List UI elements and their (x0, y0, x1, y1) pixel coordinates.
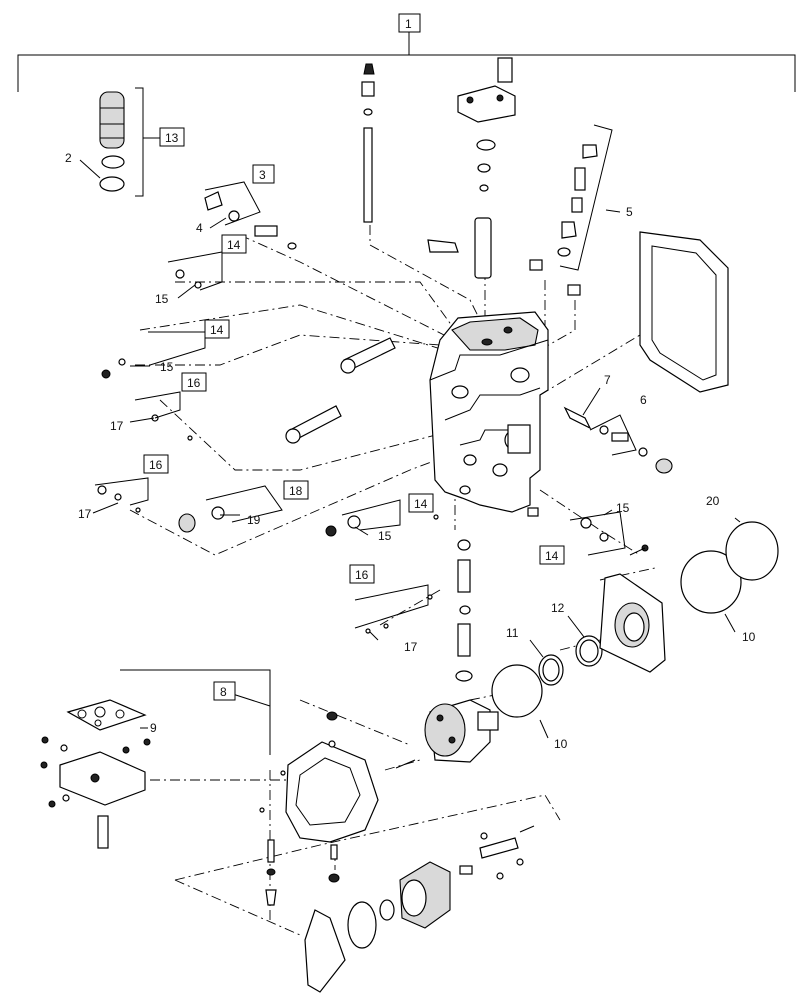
center-spring-stack (455, 539, 473, 682)
callout-18: 18 (289, 484, 303, 498)
callout-15c: 15 (378, 529, 392, 543)
callout-box-1 (398, 13, 421, 33)
cover-plate-assembly (427, 57, 516, 279)
callout-16c: 16 (355, 568, 369, 582)
leader-lines (79, 87, 741, 755)
callout-1: 1 (405, 17, 412, 31)
drive-shaft (395, 699, 499, 769)
pump-housing (259, 711, 379, 906)
callout-12: 12 (551, 601, 565, 615)
callout-20: 20 (706, 494, 720, 508)
callout-boxes (143, 13, 565, 701)
plug-and-spring-3 (204, 191, 297, 250)
assembly-bracket-1 (17, 32, 796, 92)
callout-box-16c (349, 564, 375, 584)
item-6-7-fittings (563, 406, 673, 474)
callout-labels: 1 13 2 3 4 14 15 14 15 16 17 16 17 18 19… (65, 17, 756, 751)
callout-2: 2 (65, 151, 72, 165)
callout-6: 6 (640, 393, 647, 407)
callout-17b: 17 (78, 507, 92, 521)
callout-16a: 16 (187, 376, 201, 390)
spool-13 (99, 91, 125, 192)
callout-box-14a (221, 234, 247, 254)
callout-15b: 15 (160, 360, 174, 374)
assembly-centerlines (129, 185, 691, 936)
callout-15a: 15 (155, 292, 169, 306)
callout-14b: 14 (210, 323, 224, 337)
right-plug-15 (527, 507, 609, 542)
callout-16b: 16 (149, 458, 163, 472)
block-and-gasket-8-9 (40, 699, 151, 849)
callout-9: 9 (150, 721, 157, 735)
callout-box-16b (143, 454, 169, 474)
gasket (639, 231, 729, 393)
callout-14c: 14 (414, 497, 428, 511)
lower-plug-15 (325, 514, 439, 537)
callout-3: 3 (259, 168, 266, 182)
seal-rings (491, 521, 779, 718)
item-16-17-pins (365, 594, 433, 634)
callout-14d: 14 (545, 549, 559, 563)
callout-box-14c (408, 493, 434, 513)
long-bolts (285, 337, 396, 444)
callout-14a: 14 (227, 238, 241, 252)
callout-4: 4 (196, 221, 203, 235)
rotating-group (304, 825, 535, 993)
relief-valve-stack (529, 144, 598, 296)
callout-5: 5 (626, 205, 633, 219)
callout-15d: 15 (616, 501, 630, 515)
callout-17a: 17 (110, 419, 124, 433)
callout-13: 13 (165, 131, 179, 145)
callout-7: 7 (604, 373, 611, 387)
callout-box-3 (252, 164, 275, 184)
callout-box-14b (204, 319, 230, 339)
callout-11: 11 (506, 626, 519, 640)
end-cap (599, 544, 666, 673)
callout-box-18 (283, 480, 309, 500)
callout-17c: 17 (404, 640, 418, 654)
callout-8: 8 (220, 685, 227, 699)
left-small-fittings (97, 269, 225, 533)
valve-body (429, 311, 549, 513)
callout-box-14d (539, 545, 565, 565)
callout-19: 19 (247, 513, 261, 527)
long-rod (361, 63, 375, 223)
callout-10b: 10 (554, 737, 568, 751)
callout-box-13 (159, 127, 185, 147)
callout-10a: 10 (742, 630, 756, 644)
callout-box-16a (181, 372, 207, 392)
callout-box-8 (213, 681, 236, 701)
